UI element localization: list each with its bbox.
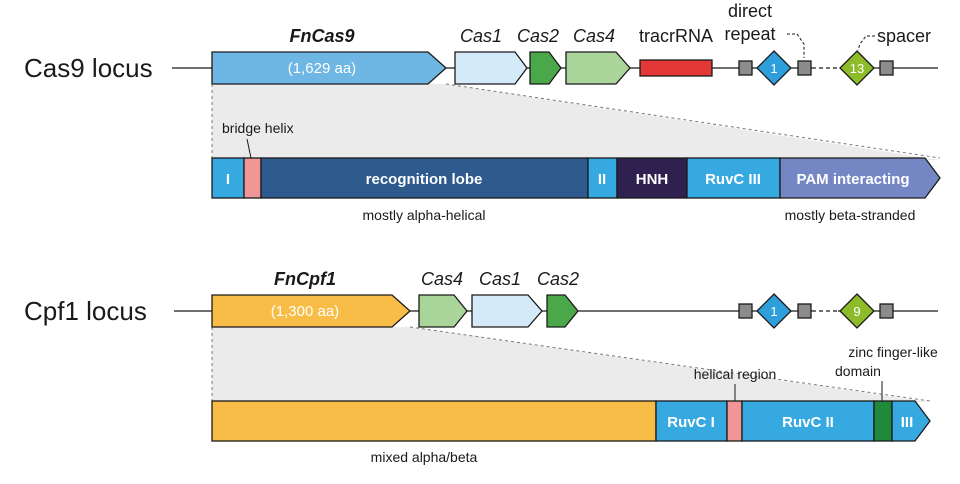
- cpf1-spacer-1-label: 1: [770, 304, 777, 319]
- cas9-ruvc-iii-label: RuvC III: [705, 171, 761, 188]
- cpf1-ruvc-i-label: RuvC I: [667, 414, 715, 431]
- cpf1-cas4-label: Cas4: [421, 269, 463, 289]
- cpf1-repeat-box-2: [797, 303, 812, 319]
- cas9-hnh-label: HNH: [636, 171, 669, 188]
- cas9-locus: Cas9 locus FnCas9 (1,629 aa) Cas1 Cas2 C…: [24, 1, 941, 223]
- cas9-zoom-line-right: [445, 83, 941, 159]
- cas9-cas1-gene-arrow: [454, 51, 528, 85]
- zinc-finger-label-line2: domain: [835, 363, 881, 379]
- cas9-pam-interacting-label: PAM interacting: [796, 171, 909, 188]
- cas9-domain-ii-label: II: [598, 171, 606, 188]
- cpf1-locus-label: Cpf1 locus: [24, 296, 147, 326]
- cpf1-spacer-1: [756, 293, 792, 329]
- cpf1-ruvc-ii-label: RuvC II: [782, 414, 834, 431]
- cpf1-cas2-label: Cas2: [537, 269, 579, 289]
- fncpf1-gene-label: FnCpf1: [274, 269, 336, 289]
- direct-repeat-label-line2: repeat: [724, 24, 775, 44]
- fncas9-gene-arrow: [211, 51, 447, 85]
- cas9-repeat-box-1: [738, 60, 753, 76]
- helical-region-label: helical region: [694, 366, 777, 382]
- cas9-domain-i-label: I: [226, 171, 230, 188]
- cas9-pam-interacting-domain: [779, 157, 941, 199]
- fncpf1-domain-bar: RuvC I RuvC II III: [211, 400, 931, 442]
- cas9-repeat-box-2: [797, 60, 812, 76]
- fncas9-aa-length: (1,629 aa): [288, 60, 356, 77]
- cpf1-cas4-gene-arrow: [418, 294, 468, 328]
- cpf1-helical-region: [726, 400, 743, 442]
- cpf1-repeat-box-1: [738, 303, 753, 319]
- cpf1-spacer-9-label: 9: [853, 304, 860, 319]
- cas9-cas2-gene-arrow: [529, 51, 562, 85]
- bridge-helix-leader: [246, 138, 252, 159]
- spacer-leader: [857, 35, 875, 51]
- cpf1-mixed-domain: [211, 400, 657, 442]
- spacer-label: spacer: [877, 26, 931, 46]
- cas9-spacer-13-label: 13: [850, 61, 864, 76]
- cpf1-repeat-box-3: [879, 303, 894, 319]
- cas9-cas4-gene-arrow: [565, 51, 631, 85]
- cpf1-zinc-finger-domain: [873, 400, 893, 442]
- cas9-note-alpha-helical: mostly alpha-helical: [363, 207, 486, 223]
- cas9-bridge-helix: [243, 157, 262, 199]
- cas9-cas4-label: Cas4: [573, 26, 615, 46]
- cpf1-locus: Cpf1 locus FnCpf1 (1,300 aa) Cas4 Cas1 C…: [24, 269, 938, 465]
- fncpf1-gene-arrow: [211, 294, 411, 328]
- cas9-spacer-13: [839, 50, 875, 86]
- cas9-note-beta-stranded: mostly beta-stranded: [785, 207, 916, 223]
- cpf1-ruvc-ii-domain: [741, 400, 875, 442]
- bridge-helix-label: bridge helix: [222, 120, 294, 136]
- cpf1-domain-iii: [891, 400, 931, 442]
- cpf1-cas2-gene-arrow: [546, 294, 579, 328]
- cas9-recognition-lobe-label: recognition lobe: [366, 171, 483, 188]
- cas9-spacer-1: [756, 50, 792, 86]
- cas9-cas1-label: Cas1: [460, 26, 502, 46]
- cpf1-note-mixed: mixed alpha/beta: [371, 449, 478, 465]
- tracrrna-label: tracrRNA: [639, 26, 713, 46]
- cas9-locus-label: Cas9 locus: [24, 53, 153, 83]
- cas9-spacer-1-label: 1: [770, 61, 777, 76]
- cas9-repeat-box-3: [879, 60, 894, 76]
- cpf1-cas1-label: Cas1: [479, 269, 521, 289]
- cpf1-cas1-gene-arrow: [471, 294, 543, 328]
- tracrrna-bar: [639, 59, 713, 77]
- direct-repeat-label-line1: direct: [728, 1, 772, 21]
- fncas9-gene-label: FnCas9: [289, 26, 354, 46]
- cas9-zoom-shade: [212, 84, 940, 160]
- cas9-cas2-label: Cas2: [517, 26, 559, 46]
- cpf1-spacer-9: [839, 293, 875, 329]
- cpf1-domain-iii-label: III: [901, 414, 914, 431]
- cpf1-zoom-shade: [212, 327, 930, 402]
- fncas9-domain-bar: I recognition lobe II HNH RuvC III PAM i…: [211, 157, 941, 199]
- direct-repeat-leader: [787, 33, 805, 58]
- fncpf1-aa-length: (1,300 aa): [271, 303, 339, 320]
- zinc-finger-label-line1: zinc finger-like: [848, 344, 938, 360]
